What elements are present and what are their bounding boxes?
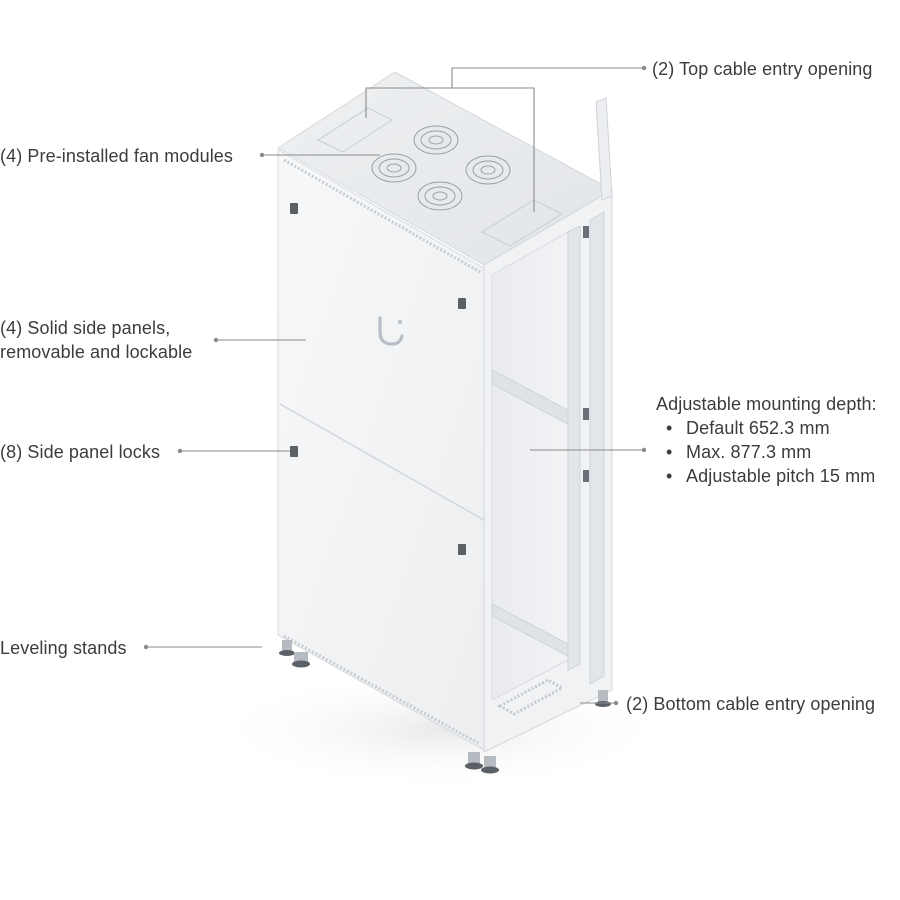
panel-lock-4 (458, 544, 466, 555)
top-cable-opening-1 (316, 107, 394, 153)
bottom-cable-opening (496, 678, 566, 716)
callout-side-panels: (4) Solid side panels, removable and loc… (0, 316, 192, 364)
fan-module-4 (417, 181, 463, 211)
callout-top-cable-text: (2) Top cable entry opening (652, 59, 873, 79)
callout-panels-line2: removable and lockable (0, 342, 193, 362)
rear-post (595, 97, 613, 201)
leveling-foot-4 (481, 756, 499, 774)
leveling-foot-3 (465, 752, 483, 770)
callout-top-cable-entry: (2) Top cable entry opening (652, 57, 873, 81)
ubiquiti-u-logo-icon (378, 316, 404, 346)
fan-module-2 (371, 153, 417, 183)
callout-depth-title: Adjustable mounting depth: (656, 394, 877, 414)
depth-spec-item: Default 652.3 mm (656, 416, 877, 440)
depth-spec-item: Max. 877.3 mm (656, 440, 877, 464)
fan-module-3 (465, 155, 511, 185)
mounting-rail-left (567, 225, 581, 671)
callout-locks-text: (8) Side panel locks (0, 442, 161, 462)
leveling-foot-2 (292, 652, 310, 668)
depth-spec-list: Default 652.3 mm Max. 877.3 mm Adjustabl… (656, 416, 877, 488)
top-cable-opening-2 (480, 199, 564, 247)
side-panel-divider (279, 403, 485, 521)
callout-fans-text: (4) Pre-installed fan modules (0, 146, 234, 166)
fan-module-1 (413, 125, 459, 155)
leader-lines (143, 65, 647, 706)
callout-panels-line1: (4) Solid side panels, (0, 318, 171, 338)
panel-lock-2 (458, 298, 466, 309)
callout-fan-modules: (4) Pre-installed fan modules (0, 144, 233, 168)
callout-bottom-cable-text: (2) Bottom cable entry opening (626, 694, 876, 714)
panel-lock-1 (290, 203, 298, 214)
callout-mounting-depth: Adjustable mounting depth: Default 652.3… (656, 392, 877, 488)
rail-clip-2 (583, 408, 589, 420)
mounting-rail-right (589, 211, 605, 685)
leader-top-cable-2 (452, 87, 535, 212)
side-vent-bottom (283, 634, 481, 746)
callout-bottom-cable-entry: (2) Bottom cable entry opening (626, 692, 875, 716)
depth-cross-rail (491, 369, 569, 425)
callout-stands-text: Leveling stands (0, 638, 127, 658)
bottom-cross-rail (491, 603, 569, 657)
depth-spec-item: Adjustable pitch 15 mm (656, 464, 877, 488)
callout-leveling-stands: Leveling stands (0, 636, 127, 660)
panel-lock-3 (290, 446, 298, 457)
rail-clip-3 (583, 470, 589, 482)
leveling-foot-1 (279, 640, 295, 656)
callout-panel-locks: (8) Side panel locks (0, 440, 160, 464)
rail-clip-1 (583, 226, 589, 238)
side-vent-top (283, 158, 481, 274)
